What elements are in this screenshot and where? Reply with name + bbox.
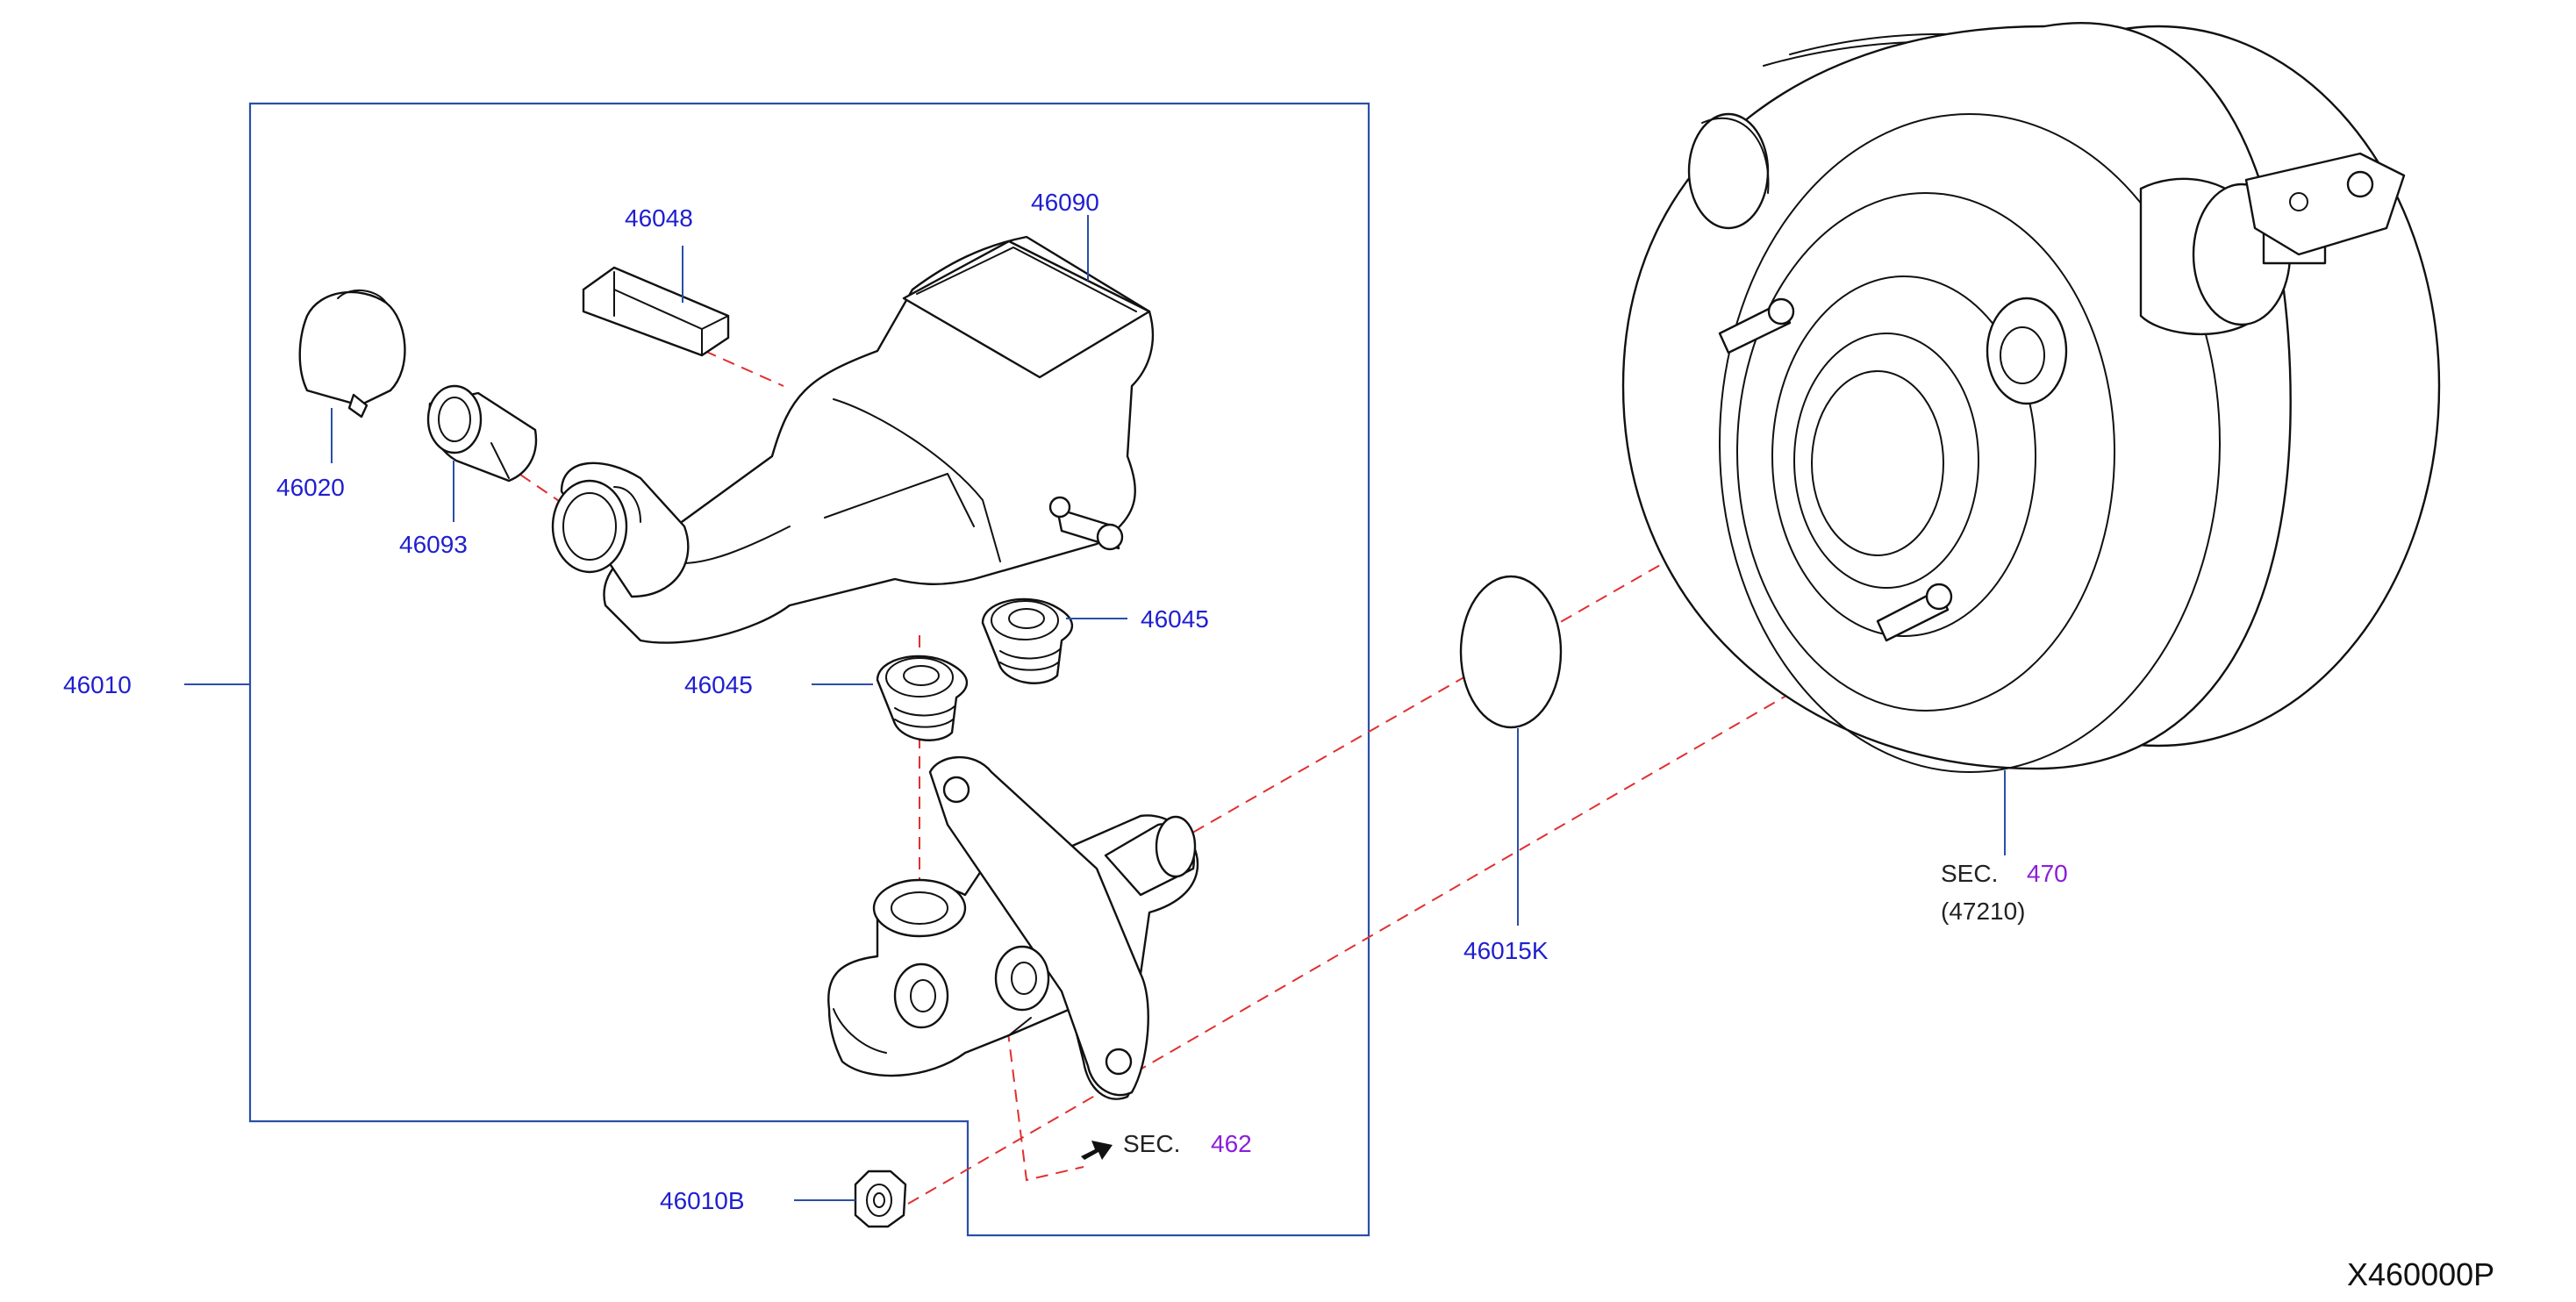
fluid-level-sensor (582, 266, 730, 357)
label-sec-470-number: 470 (2027, 860, 2068, 887)
master-cylinder-body (827, 755, 1199, 1100)
gasket (1459, 575, 1563, 729)
label-sec-470-sub: (47210) (1941, 898, 2026, 925)
reservoir-tank (603, 235, 1155, 644)
reservoir-cap (298, 289, 406, 418)
drawing-code: X460000P (2347, 1256, 2494, 1292)
reservoir-strainer (426, 384, 538, 483)
reservoir-filler-neck (551, 461, 690, 598)
assembly-frame (248, 102, 1370, 1237)
label-46090: 46090 (1031, 189, 1099, 216)
booster-stud-lower (1876, 583, 1953, 642)
grommet-left (876, 655, 969, 741)
label-sec-462-number: 462 (1211, 1130, 1252, 1157)
leader-lines (184, 215, 2006, 1201)
label-46015K: 46015K (1463, 937, 1549, 964)
label-46048: 46048 (625, 204, 693, 232)
label-46020: 46020 (276, 474, 345, 501)
label-46093: 46093 (399, 531, 468, 558)
label-sec-470-prefix: SEC. (1941, 860, 1998, 887)
label-46010B: 46010B (660, 1187, 745, 1214)
brake-booster (1621, 22, 2441, 773)
label-46010: 46010 (63, 671, 132, 698)
booster-push-rod (2139, 152, 2406, 336)
label-46045-left: 46045 (684, 671, 753, 698)
label-sec-462-prefix: SEC. (1123, 1130, 1180, 1157)
grommet-right (981, 597, 1074, 684)
label-46045-right: 46045 (1141, 605, 1209, 633)
booster-stud-upper (1718, 297, 1795, 354)
section-arrow-icon (1081, 1141, 1113, 1160)
flange-nut (854, 1170, 907, 1228)
